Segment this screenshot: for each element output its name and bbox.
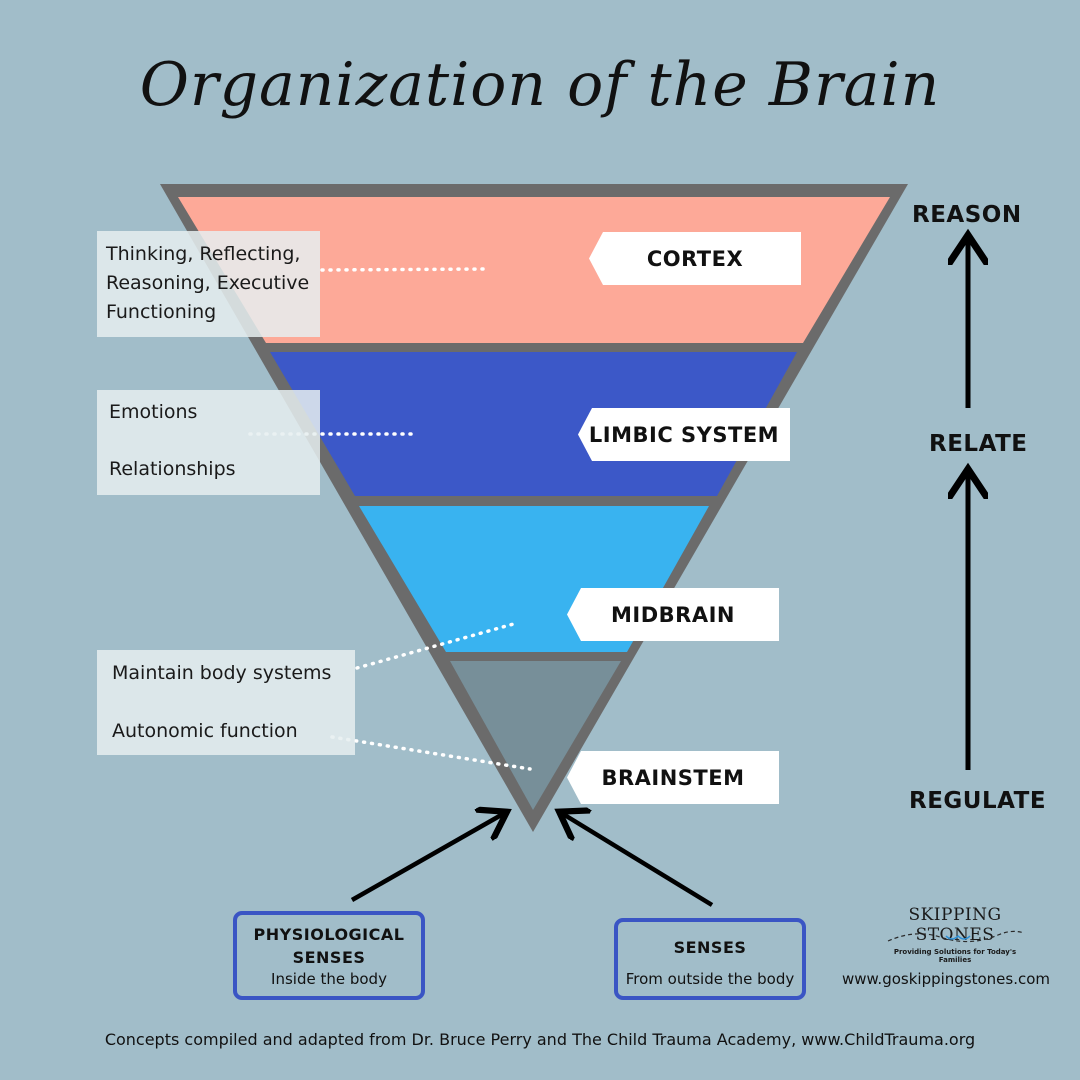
page-title: Organization of the Brain <box>139 50 941 120</box>
cortex-connector <box>320 267 489 272</box>
cortex-description-line: Reasoning, Executive <box>106 272 310 294</box>
website-link[interactable]: www.goskippingstones.com <box>842 970 1051 988</box>
regulate-label: REGULATE <box>909 788 1047 814</box>
senses-arrow <box>563 814 714 907</box>
limbic-system-label: LIMBIC SYSTEM <box>578 408 790 461</box>
body-systems-text: Maintain body systems <box>112 662 332 684</box>
autonomic-text: Autonomic function <box>112 720 298 742</box>
logo-name: SKIPPING STONES <box>908 905 1002 945</box>
cortex-description-line: Thinking, Reflecting, <box>106 243 301 265</box>
stones-wave-icon <box>887 930 1025 943</box>
lower-brain-description: Maintain body systems Autonomic function <box>97 650 355 755</box>
relate-label: RELATE <box>929 431 1028 457</box>
senses-subtitle: From outside the body <box>625 970 795 988</box>
physiological-title-line2: SENSES <box>292 948 366 967</box>
physiological-arrow <box>350 814 503 902</box>
midbrain-label: MIDBRAIN <box>567 588 779 641</box>
brainstem-label: BRAINSTEM <box>567 751 779 804</box>
reason-label: REASON <box>912 202 1022 228</box>
logo-tagline: Providing Solutions for Today's Families <box>893 948 1017 964</box>
physiological-subtitle: Inside the body <box>271 970 387 988</box>
physiological-senses-box: PHYSIOLOGICAL SENSES Inside the body <box>233 911 425 1000</box>
skipping-stones-logo: SKIPPING STONES Providing Solutions for … <box>880 905 1030 965</box>
cortex-label: CORTEX <box>589 232 801 285</box>
senses-box: SENSES From outside the body <box>614 918 806 1000</box>
brainstem-band <box>450 661 621 810</box>
emotions-text: Emotions <box>109 401 198 423</box>
senses-title: SENSES <box>673 938 747 957</box>
cortex-description-line: Functioning <box>106 301 217 323</box>
brainstem-connector <box>330 735 532 771</box>
midbrain-connector <box>355 621 519 670</box>
footer-credit: Concepts compiled and adapted from Dr. B… <box>104 1030 976 1049</box>
relationships-text: Relationships <box>109 458 236 480</box>
limbic-description: Emotions Relationships <box>97 390 320 495</box>
physiological-title-line1: PHYSIOLOGICAL <box>253 925 405 944</box>
cortex-description: Thinking, Reflecting, Reasoning, Executi… <box>97 231 320 337</box>
